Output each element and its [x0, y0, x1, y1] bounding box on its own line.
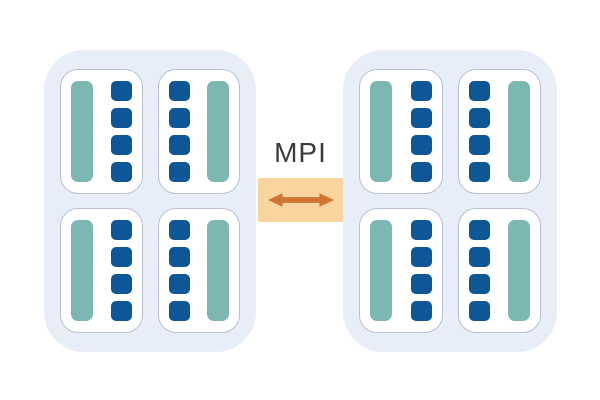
cpu-core — [410, 247, 432, 267]
cpu-socket — [157, 208, 240, 333]
cpu-socket — [60, 69, 143, 194]
cpu-core — [168, 220, 190, 240]
cpu-core — [410, 108, 432, 128]
memory-bar — [71, 220, 93, 321]
core-column — [168, 220, 190, 321]
core-column — [168, 81, 190, 182]
cpu-core — [410, 135, 432, 155]
cpu-core — [168, 135, 190, 155]
cpu-core — [110, 247, 132, 267]
cpu-socket — [60, 208, 143, 333]
cpu-core — [110, 108, 132, 128]
cpu-core — [168, 162, 190, 182]
memory-bar — [370, 81, 392, 182]
cpu-core — [110, 274, 132, 294]
cpu-core — [468, 274, 490, 294]
core-column — [410, 81, 432, 182]
cpu-core — [468, 135, 490, 155]
cpu-core — [110, 162, 132, 182]
core-column — [110, 81, 132, 182]
compute-node-left — [44, 50, 256, 352]
memory-bar — [508, 81, 530, 182]
cpu-core — [168, 81, 190, 101]
cpu-socket — [359, 69, 443, 194]
cpu-core — [110, 220, 132, 240]
cpu-core — [468, 220, 490, 240]
mpi-label: MPI — [274, 137, 327, 168]
cpu-core — [410, 301, 432, 321]
cpu-core — [410, 274, 432, 294]
cpu-core — [168, 274, 190, 294]
cpu-socket — [157, 69, 240, 194]
cpu-core — [410, 220, 432, 240]
cpu-core — [110, 135, 132, 155]
core-column — [410, 220, 432, 321]
cpu-socket — [457, 69, 541, 194]
memory-bar — [370, 220, 392, 321]
bidirectional-arrow-icon — [267, 193, 334, 207]
cpu-socket — [457, 208, 541, 333]
core-column — [468, 220, 490, 321]
cpu-core — [468, 108, 490, 128]
cpu-socket — [359, 208, 443, 333]
cpu-core — [410, 81, 432, 101]
cpu-core — [410, 162, 432, 182]
core-column — [110, 220, 132, 321]
memory-bar — [207, 81, 229, 182]
cpu-core — [468, 301, 490, 321]
cpu-core — [468, 81, 490, 101]
cpu-core — [168, 247, 190, 267]
memory-bar — [71, 81, 93, 182]
cpu-core — [468, 162, 490, 182]
compute-node-right — [343, 50, 557, 352]
memory-bar — [508, 220, 530, 321]
mpi-link-box — [258, 178, 343, 222]
cpu-core — [110, 301, 132, 321]
cpu-core — [168, 301, 190, 321]
cpu-core — [110, 81, 132, 101]
cpu-core — [168, 108, 190, 128]
memory-bar — [207, 220, 229, 321]
core-column — [468, 81, 490, 182]
cpu-core — [468, 247, 490, 267]
